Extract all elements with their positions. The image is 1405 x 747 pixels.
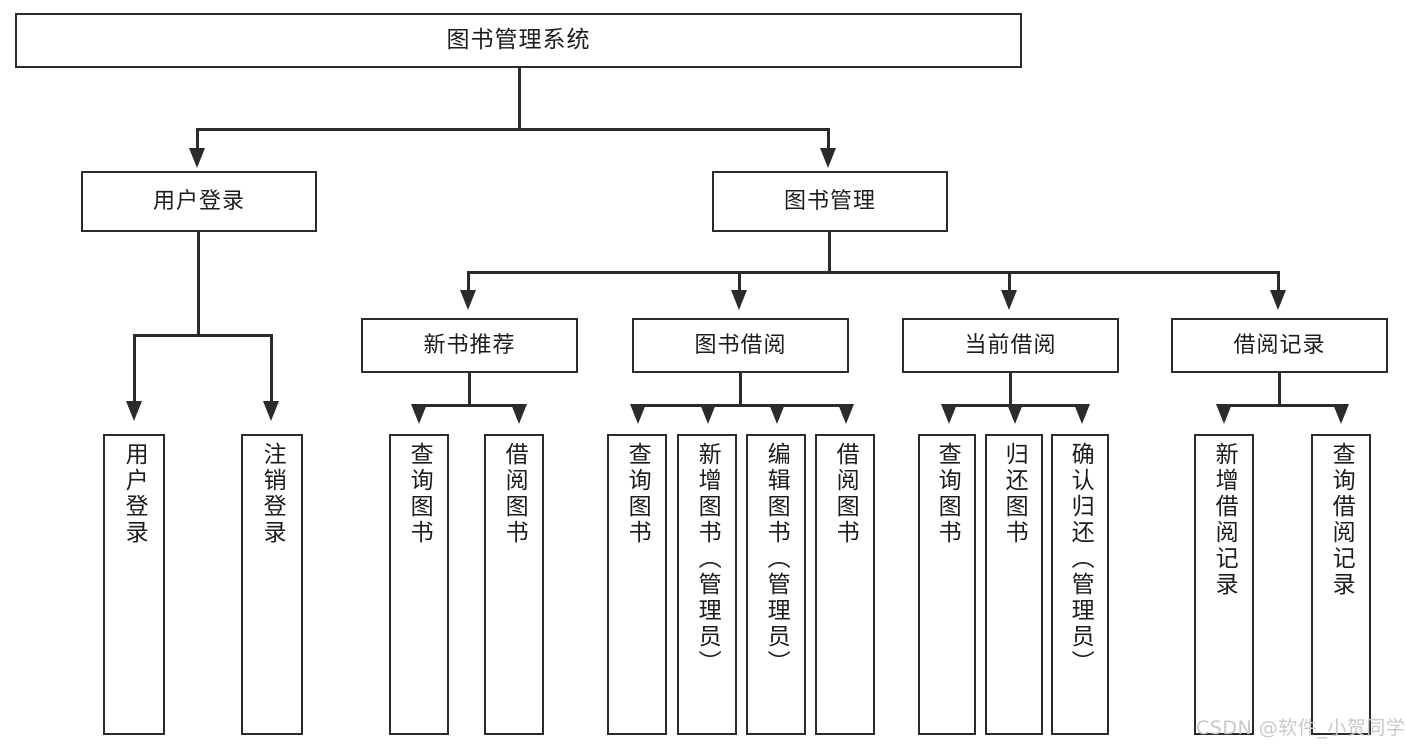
node-label: 查询图书 xyxy=(406,442,433,546)
node-book-borrow[interactable]: 图书借阅 xyxy=(632,318,849,373)
connector-drop-borrow-record xyxy=(1277,271,1280,292)
leaf-nb-borrow-book[interactable]: 借阅图书 xyxy=(484,434,544,735)
leaf-nb-search-book[interactable]: 查询图书 xyxy=(389,434,449,735)
arrow-to-new-book-recommend xyxy=(460,290,476,310)
leaf-bb-borrow-book[interactable]: 借阅图书 xyxy=(815,434,875,735)
leaf-cb-return-book[interactable]: 归还图书 xyxy=(985,434,1043,735)
connector-borrow-record-stem xyxy=(1278,373,1281,406)
leaf-br-search-record[interactable]: 查询借阅记录 xyxy=(1311,434,1371,735)
connector-drop-new-book xyxy=(467,271,470,292)
node-label: 确认归还（管理员） xyxy=(1067,442,1094,676)
connector-level2-bus xyxy=(196,128,829,131)
leaf-cb-confirm-return[interactable]: 确认归还（管理员） xyxy=(1051,434,1109,735)
leaf-bb-edit-book[interactable]: 编辑图书（管理员） xyxy=(746,434,806,735)
node-label: 查询图书 xyxy=(624,442,651,546)
connector-drop-user-login xyxy=(196,128,199,150)
node-current-borrow[interactable]: 当前借阅 xyxy=(902,318,1119,373)
node-label: 归还图书 xyxy=(1001,442,1028,546)
connector-drop-current-borrow xyxy=(1008,271,1011,292)
connector-drop-book-management xyxy=(827,128,830,150)
connector-book-management-stem xyxy=(828,232,831,274)
node-label: 图书管理系统 xyxy=(446,26,591,53)
node-label: 新书推荐 xyxy=(423,332,516,358)
connector-book-borrow-stem xyxy=(739,373,742,406)
arrow-to-nb-search-book xyxy=(411,404,427,424)
node-label: 注销登录 xyxy=(259,442,286,546)
leaf-logout[interactable]: 注销登录 xyxy=(241,434,303,735)
arrow-to-cb-confirm-return xyxy=(1074,404,1090,424)
node-label: 用户登录 xyxy=(121,442,148,546)
arrow-to-leaf-user-login xyxy=(126,401,142,421)
arrow-to-user-login xyxy=(189,148,205,168)
arrow-to-borrow-record xyxy=(1270,290,1286,310)
node-root-book-management-system[interactable]: 图书管理系统 xyxy=(15,13,1022,68)
arrow-to-bb-edit-book xyxy=(769,404,785,424)
leaf-cb-search-book[interactable]: 查询图书 xyxy=(918,434,976,735)
arrow-to-cb-return-book xyxy=(1007,404,1023,424)
connector-level3-bus xyxy=(467,271,1280,274)
node-label: 编辑图书（管理员） xyxy=(763,442,790,676)
node-label: 借阅记录 xyxy=(1233,332,1326,358)
arrow-to-leaf-logout xyxy=(263,401,279,421)
connector-new-book-bus xyxy=(417,404,520,407)
watermark-text: CSDN @软件_小贺同学 xyxy=(1196,717,1405,739)
arrow-to-cb-search-book xyxy=(941,404,957,424)
arrow-to-book-borrow xyxy=(731,290,747,310)
arrow-to-nb-borrow-book xyxy=(511,404,527,424)
connector-book-borrow-bus xyxy=(636,404,845,407)
connector-drop-leaf-user-login xyxy=(133,334,136,403)
leaf-bb-add-book[interactable]: 新增图书（管理员） xyxy=(677,434,737,735)
node-borrow-record[interactable]: 借阅记录 xyxy=(1171,318,1388,373)
connector-new-book-stem xyxy=(468,373,471,406)
connector-user-login-bus xyxy=(133,334,273,337)
leaf-br-add-record[interactable]: 新增借阅记录 xyxy=(1194,434,1254,735)
node-label: 新增借阅记录 xyxy=(1211,442,1238,598)
arrow-to-current-borrow xyxy=(1001,290,1017,310)
leaf-user-login[interactable]: 用户登录 xyxy=(103,434,165,735)
node-label: 查询图书 xyxy=(934,442,961,546)
connector-user-login-stem xyxy=(197,232,200,336)
node-label: 当前借阅 xyxy=(964,332,1057,358)
connector-drop-book-borrow xyxy=(738,271,741,292)
connector-root-stem xyxy=(518,68,521,130)
node-new-book-recommend[interactable]: 新书推荐 xyxy=(361,318,578,373)
node-book-management[interactable]: 图书管理 xyxy=(712,171,948,232)
node-label: 用户登录 xyxy=(152,188,245,214)
connector-current-borrow-stem xyxy=(1009,373,1012,406)
node-label: 图书借阅 xyxy=(694,332,787,358)
connector-borrow-record-bus xyxy=(1222,404,1341,407)
node-label: 查询借阅记录 xyxy=(1328,442,1355,598)
node-label: 借阅图书 xyxy=(501,442,528,546)
arrow-to-book-management xyxy=(820,148,836,168)
arrow-to-br-search-record xyxy=(1333,404,1349,424)
node-user-login[interactable]: 用户登录 xyxy=(81,171,317,232)
connector-drop-leaf-logout xyxy=(270,334,273,403)
node-label: 新增图书（管理员） xyxy=(694,442,721,676)
leaf-bb-search-book[interactable]: 查询图书 xyxy=(607,434,667,735)
arrow-to-br-add-record xyxy=(1216,404,1232,424)
node-label: 图书管理 xyxy=(783,188,876,214)
node-label: 借阅图书 xyxy=(832,442,859,546)
arrow-to-bb-borrow-book xyxy=(838,404,854,424)
arrow-to-bb-add-book xyxy=(700,404,716,424)
arrow-to-bb-search-book xyxy=(630,404,646,424)
